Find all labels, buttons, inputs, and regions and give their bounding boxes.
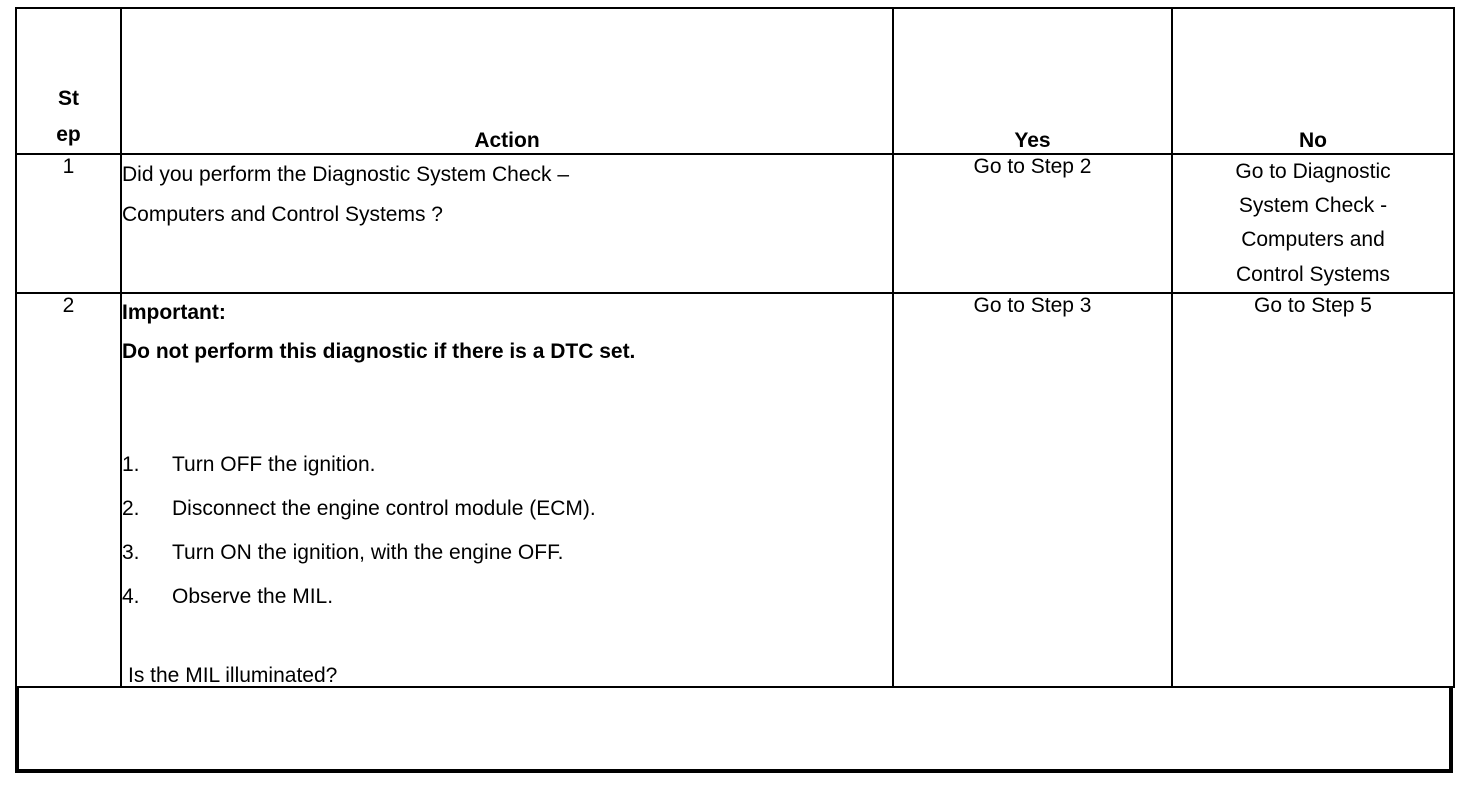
yes-branch-cell: Go to Step 3 <box>892 291 1173 688</box>
list-item: 4. Observe the MIL. <box>122 575 892 619</box>
table-row: 2 Important: Do not perform this diagnos… <box>15 291 1455 688</box>
yes-branch-cell: Go to Step 2 <box>892 153 1173 294</box>
column-header-no: No <box>1171 7 1455 155</box>
list-item-number: 1. <box>122 453 140 477</box>
important-text: Do not perform this diagnostic if there … <box>122 339 636 363</box>
column-header-step: St ep <box>15 7 122 155</box>
action-line: Computers and Control Systems ? <box>122 203 443 227</box>
important-heading: Important: <box>122 300 226 324</box>
no-branch-cell: Go to Step 5 <box>1171 291 1455 688</box>
list-item: 1. Turn OFF the ignition. <box>122 443 892 487</box>
numbered-step-list: 1. Turn OFF the ignition. 2. Disconnect … <box>122 443 892 619</box>
list-item-text: Observe the MIL. <box>172 585 334 609</box>
no-branch-line: Go to Diagnostic <box>1235 160 1391 183</box>
step-number-cell: 1 <box>15 153 122 294</box>
list-item: 2. Disconnect the engine control module … <box>122 487 892 531</box>
action-cell: Important: Do not perform this diagnosti… <box>120 291 894 688</box>
column-header-step-line1: St <box>58 86 79 110</box>
step-number-cell: 2 <box>15 291 122 688</box>
no-branch-line: Control Systems <box>1235 262 1391 286</box>
list-item: 3. Turn ON the ignition, with the engine… <box>122 531 892 575</box>
no-branch-line: System Check - <box>1238 194 1388 218</box>
list-item-text: Turn ON the ignition, with the engine OF… <box>172 541 564 565</box>
list-item-number: 2. <box>122 497 140 521</box>
table-outer-border-bottom <box>15 769 1453 773</box>
table-row: 1 Did you perform the Diagnostic System … <box>15 153 1455 294</box>
final-question: Is the MIL illuminated? <box>128 663 338 687</box>
no-branch-cell: Go to Diagnostic System Check - Computer… <box>1171 153 1455 294</box>
no-branch-line: Computers and <box>1241 228 1385 252</box>
diagnostic-procedure-table: St ep Action Yes No 1 Did you perform th… <box>15 7 1455 688</box>
table-header-row: St ep Action Yes No <box>15 7 1455 155</box>
list-item-text: Disconnect the engine control module (EC… <box>172 497 596 521</box>
list-item-text: Turn OFF the ignition. <box>172 453 376 477</box>
important-notice: Important: Do not perform this diagnosti… <box>122 294 892 371</box>
column-header-yes: Yes <box>892 7 1173 155</box>
column-header-step-line2: ep <box>56 122 81 146</box>
action-cell: Did you perform the Diagnostic System Ch… <box>120 153 894 294</box>
column-header-action: Action <box>120 7 894 155</box>
list-item-number: 3. <box>122 541 140 565</box>
list-item-number: 4. <box>122 585 140 609</box>
action-line: Did you perform the Diagnostic System Ch… <box>122 163 570 186</box>
